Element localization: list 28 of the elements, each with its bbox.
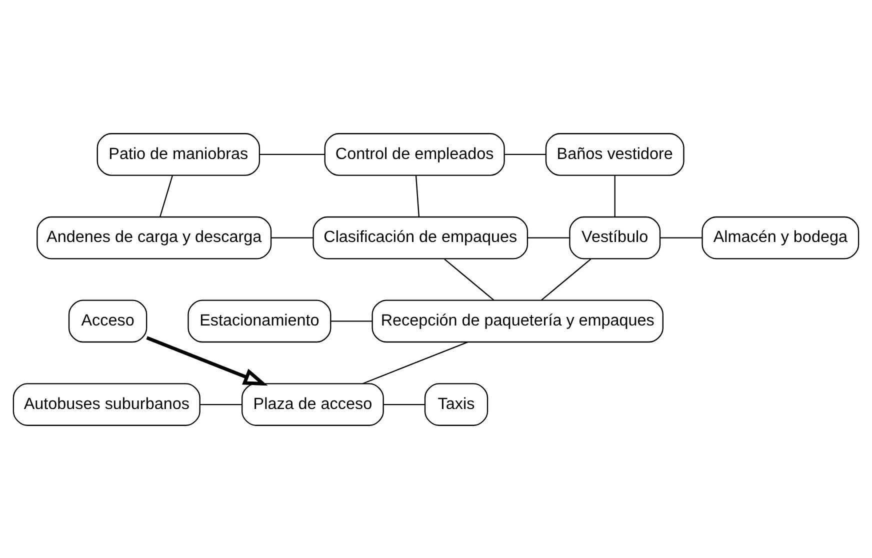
node-box: Baños vestidore xyxy=(545,132,684,176)
node-box: Clasificación de empaques xyxy=(312,216,528,259)
node-box: Andenes de carga y descarga xyxy=(36,216,272,259)
node-box: Almacén y bodega xyxy=(702,216,860,259)
node-box: Taxis xyxy=(424,382,488,426)
node-box: Control de empleados xyxy=(324,132,505,176)
connector xyxy=(541,258,592,300)
connector xyxy=(528,236,570,238)
connector xyxy=(383,403,425,405)
node-box: Plaza de acceso xyxy=(242,382,384,426)
node-box: Autobuses suburbanos xyxy=(12,382,200,426)
arrow xyxy=(146,336,268,386)
connector xyxy=(331,320,372,322)
connector xyxy=(271,236,314,238)
node-box: Acceso xyxy=(68,299,148,342)
connector xyxy=(444,258,494,300)
connector xyxy=(260,153,325,155)
connector xyxy=(614,175,616,216)
connector xyxy=(504,153,546,155)
connector xyxy=(200,403,242,405)
node-box: Vestíbulo xyxy=(569,216,661,259)
connector xyxy=(415,175,420,216)
connector xyxy=(159,174,173,217)
connector xyxy=(362,341,468,384)
node-box: Recepción de paquetería y empaques xyxy=(372,299,664,342)
node-box: Patio de maniobras xyxy=(96,132,260,176)
connector xyxy=(660,236,702,238)
node-box: Estacionamiento xyxy=(188,299,332,342)
